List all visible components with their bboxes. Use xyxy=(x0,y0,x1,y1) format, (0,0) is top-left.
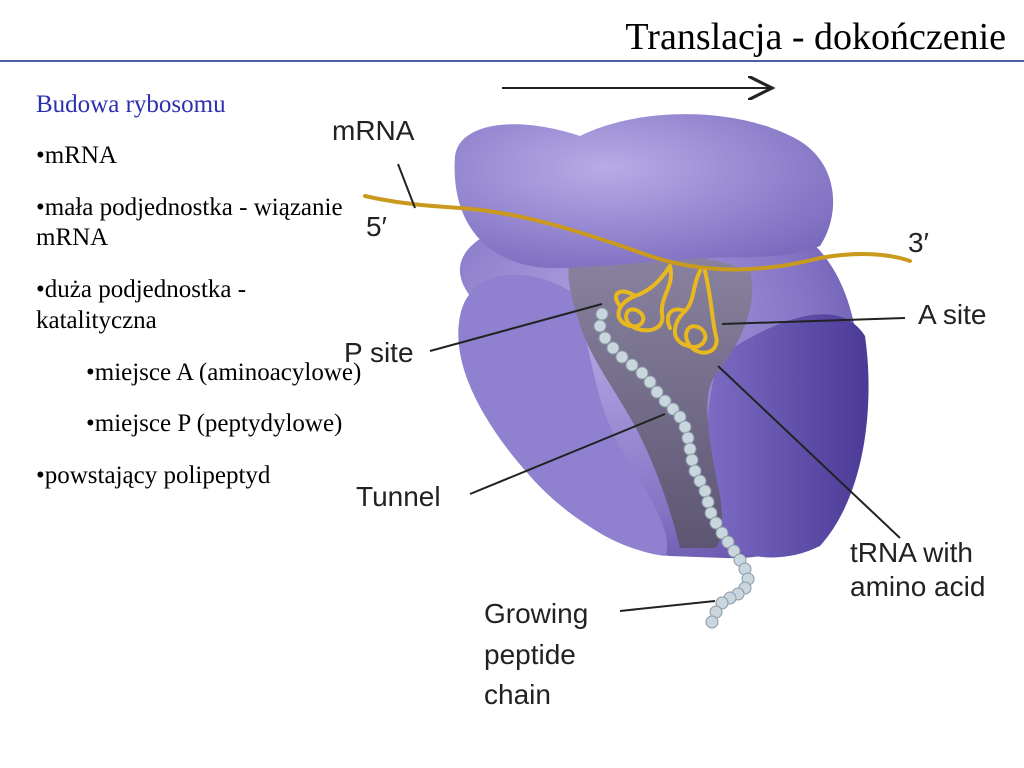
peptide-bead xyxy=(698,484,712,498)
a-site-label: A site xyxy=(918,299,987,330)
peptide-bead xyxy=(685,453,699,467)
bullet-subitem: •miejsce A (aminoacylowe) xyxy=(86,358,362,386)
peptide-bead xyxy=(705,615,719,629)
peptide-bead xyxy=(715,526,729,540)
bullet-item: •powstający polipeptyd xyxy=(36,462,271,489)
peptide-bead xyxy=(635,366,649,380)
peptide-bead xyxy=(593,319,607,333)
peptide-bead xyxy=(650,385,664,399)
peptide-bead xyxy=(615,350,629,364)
tunnel-label: Tunnel xyxy=(356,481,441,512)
label-leaders xyxy=(397,163,906,612)
p-site-label: P site xyxy=(344,337,414,368)
three-prime-label: 3′ xyxy=(908,227,929,258)
peptide-bead xyxy=(709,516,723,530)
bullet-subitem: •miejsce P (peptydylowe) xyxy=(86,410,343,438)
mrna-label: mRNA xyxy=(332,115,415,146)
peptide-bead xyxy=(606,341,620,355)
trna-label: tRNA with amino acid xyxy=(850,536,985,603)
trna-p-site xyxy=(614,264,674,333)
five-prime-label: 5′ xyxy=(366,211,387,242)
growing-peptide-line1: Growing xyxy=(484,598,589,629)
bullet-item: •duża podjednostka - katalityczna xyxy=(36,276,247,334)
peptide-bead xyxy=(721,535,735,549)
growing-peptide-line2: peptide xyxy=(484,638,576,670)
bullet-item: •mRNA xyxy=(36,141,117,169)
peptide-chain xyxy=(593,307,755,629)
ribosome-diagram: mRNA 5′ 3′ A site P site Tunnel tRNA wit… xyxy=(320,66,1024,768)
trna-label-line2: amino acid xyxy=(850,570,986,602)
peptide-bead xyxy=(681,431,695,445)
peptide-bead xyxy=(595,307,609,321)
trna-a-site xyxy=(665,269,719,355)
large-subunit-left-lobe xyxy=(458,274,668,556)
peptide-bead xyxy=(727,544,741,558)
peptide-bead xyxy=(715,596,729,610)
peptide-bead xyxy=(658,394,672,408)
trna-label-line1: tRNA with xyxy=(850,537,973,568)
ribosome-illustration xyxy=(363,66,912,629)
slide-title: Translacja - dokończenie xyxy=(625,16,1006,58)
bullet-heading: Budowa rybosomu xyxy=(36,91,226,118)
peptide-bead xyxy=(701,495,715,509)
title-divider xyxy=(0,60,1024,62)
peptide-bead xyxy=(643,375,657,389)
bullet-list: Budowa rybosomu •mRNA •mała podjednostka… xyxy=(36,90,366,513)
peptide-bead xyxy=(625,358,639,372)
bullet-item: •mała podjednostka - wiązanie mRNA xyxy=(36,193,343,252)
large-subunit-right-lobe xyxy=(705,314,869,558)
peptide-bead xyxy=(598,331,612,345)
peptide-bead xyxy=(678,420,692,434)
mrna-strand xyxy=(363,194,912,272)
peptide-bead xyxy=(683,442,697,456)
small-subunit xyxy=(454,114,834,269)
growing-peptide-label: Growing peptide chain xyxy=(484,594,588,716)
growing-peptide-line3: chain xyxy=(484,679,551,711)
